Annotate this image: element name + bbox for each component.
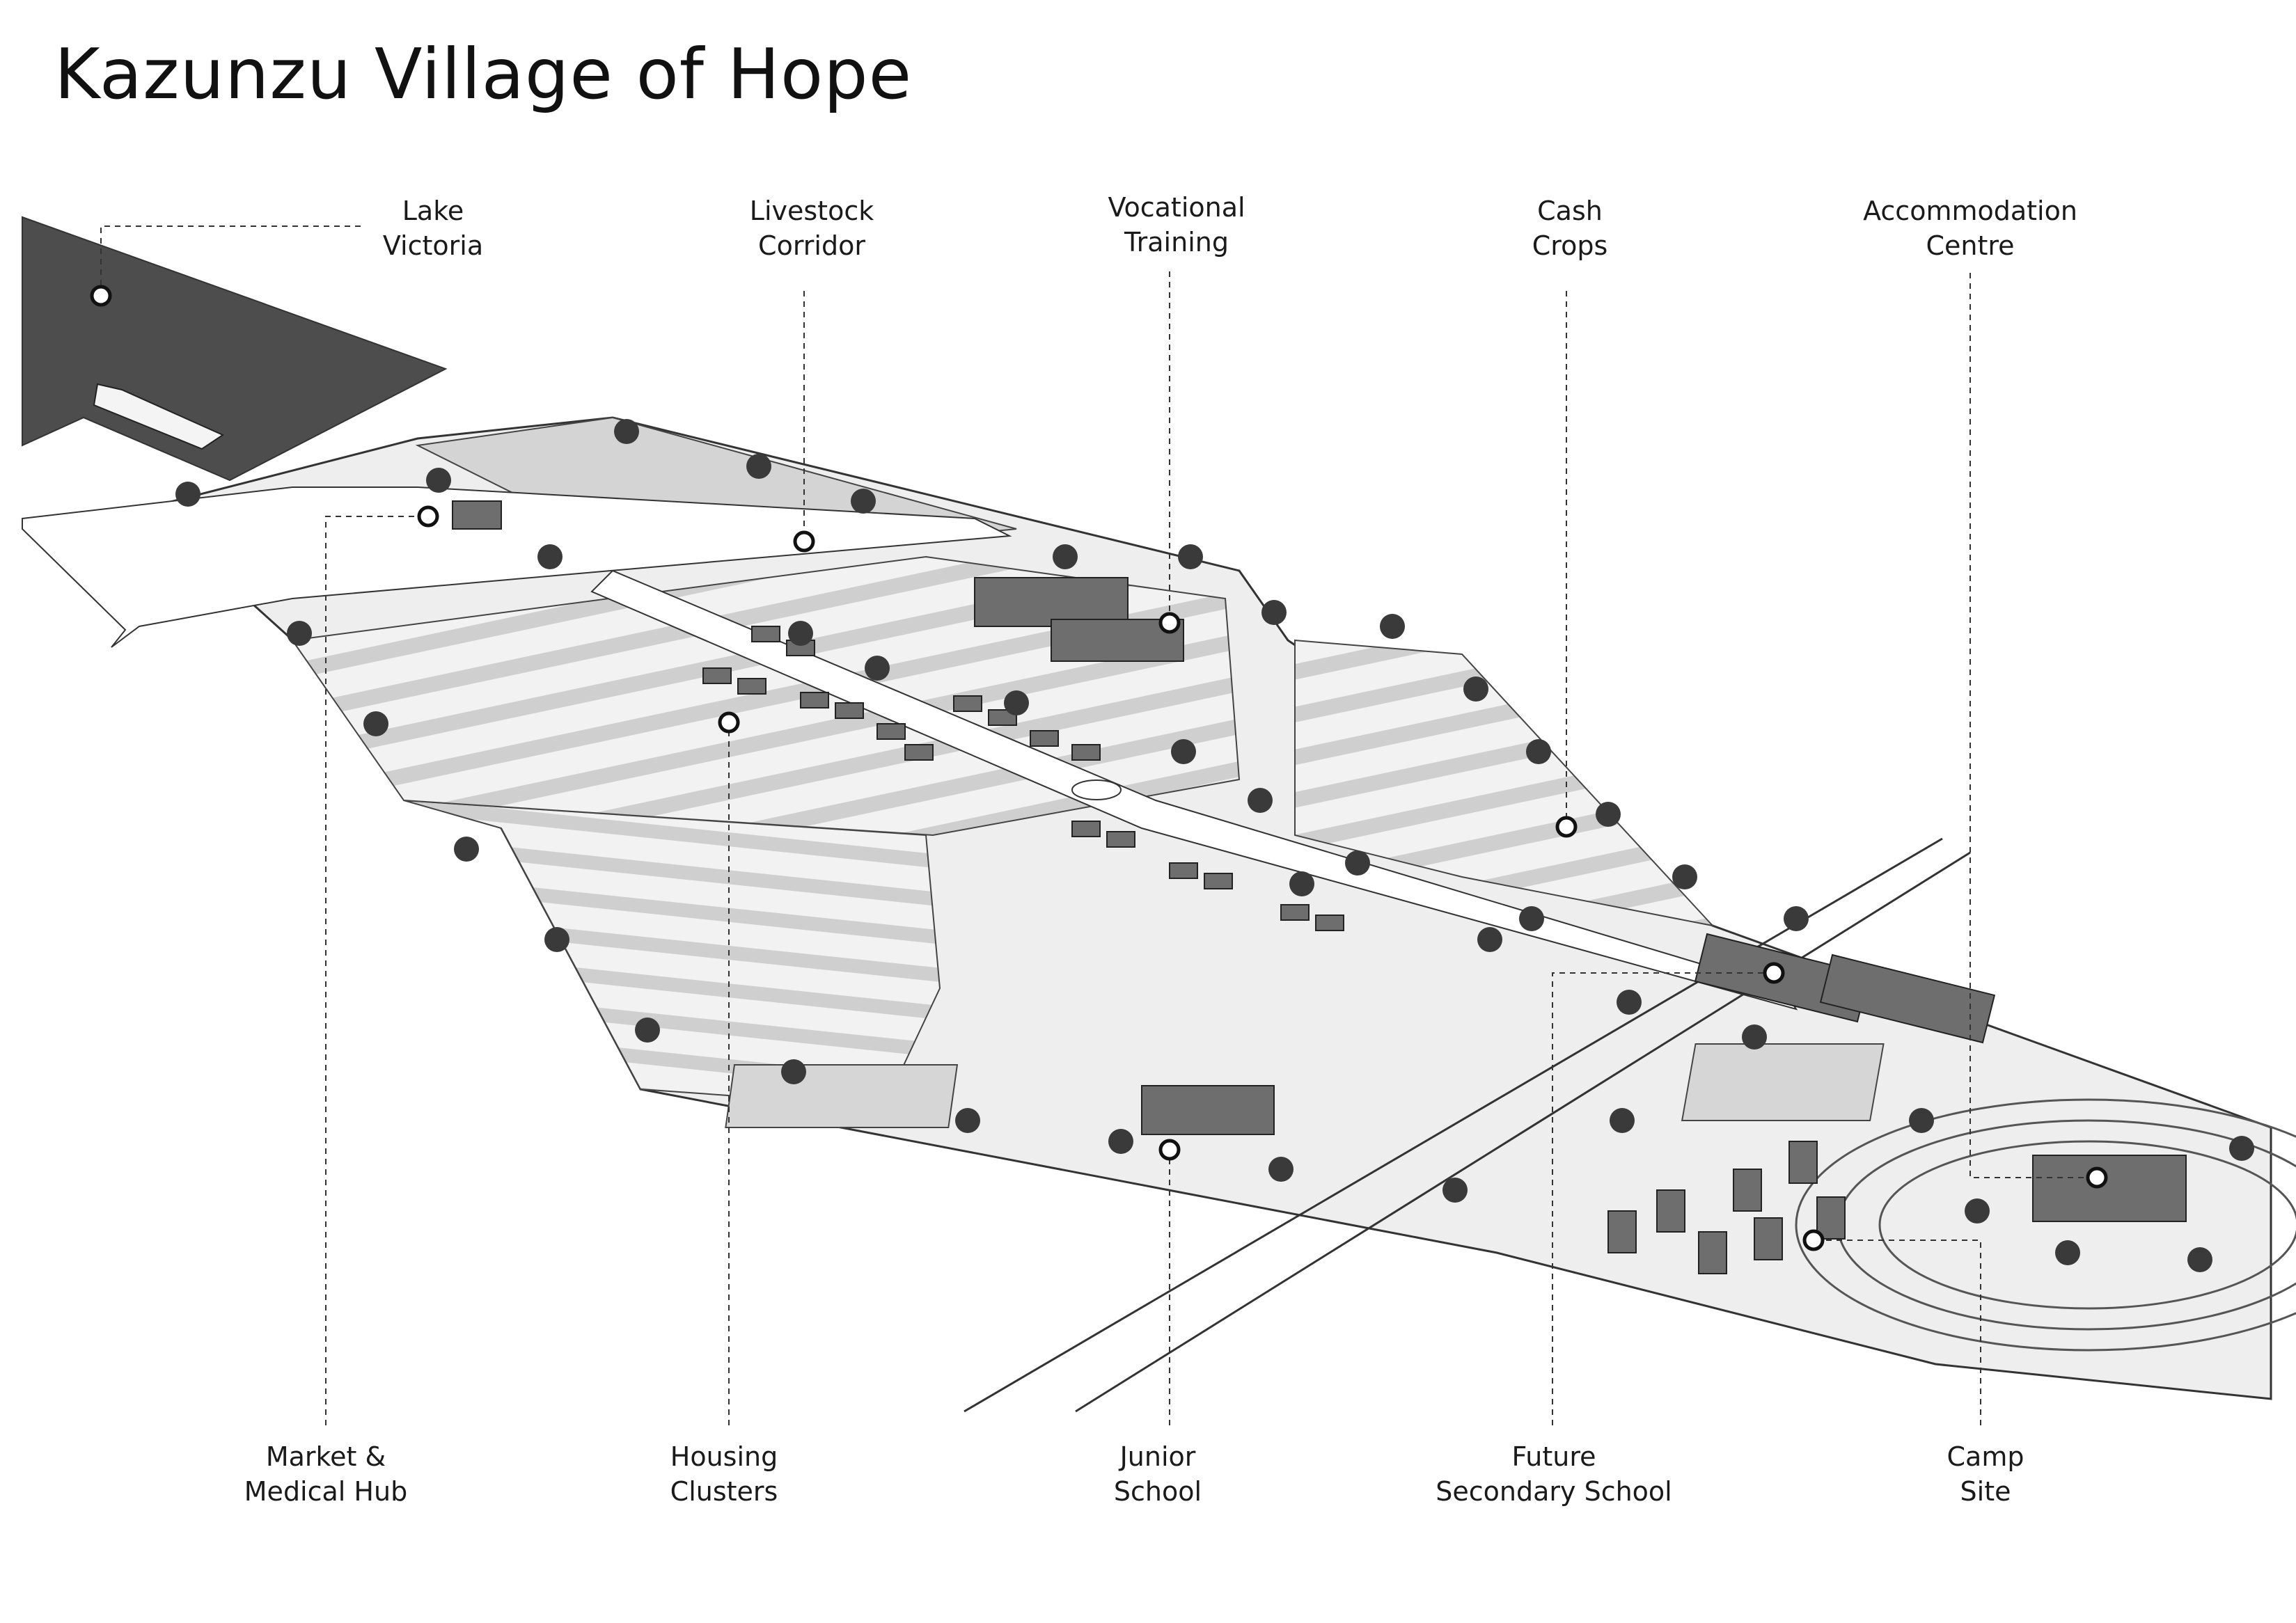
label-vocational-training: Vocational Training <box>1108 190 1245 260</box>
label-line: Site <box>1960 1476 2011 1507</box>
secondary-sports-field <box>1681 1043 1885 1121</box>
marker-junior-school <box>1158 1139 1181 1161</box>
label-line: Centre <box>1926 230 2015 261</box>
label-livestock-corridor: Livestock Corridor <box>750 193 874 263</box>
secondary-school-block-2 <box>1819 953 1996 1044</box>
camp-cabins <box>1607 1141 1846 1274</box>
label-line: Secondary School <box>1436 1476 1672 1507</box>
housing-cluster-buildings <box>702 626 1344 931</box>
marker-accommodation-centre <box>2086 1166 2108 1189</box>
marker-future-secondary-school <box>1763 962 1785 984</box>
accommodation-centre-building <box>2032 1155 2187 1222</box>
marker-camp-site <box>1802 1229 1825 1251</box>
access-road-2 <box>1075 851 1971 1413</box>
label-camp-site: Camp Site <box>1947 1439 2024 1509</box>
label-line: Housing <box>670 1441 778 1472</box>
label-line: Lake <box>402 196 464 226</box>
lake-victoria-area <box>22 216 448 482</box>
label-line: Vocational <box>1108 192 1245 223</box>
leader-market-medical-hub <box>325 516 428 1425</box>
leader-future-secondary-school <box>1552 972 1774 1425</box>
leader-lines <box>100 225 2097 1425</box>
marker-lake-victoria <box>90 285 112 307</box>
label-cash-crops: Cash Crops <box>1532 193 1608 263</box>
marker-cash-crops <box>1555 816 1578 838</box>
label-line: Corridor <box>758 230 865 261</box>
label-housing-clusters: Housing Clusters <box>670 1439 778 1509</box>
junior-sports-field <box>725 1064 959 1128</box>
spine-road <box>590 569 1798 1011</box>
label-future-secondary-school: Future Secondary School <box>1436 1439 1672 1509</box>
label-line: Medical Hub <box>244 1476 408 1507</box>
label-line: Junior <box>1119 1441 1196 1472</box>
buildings <box>452 500 2187 1274</box>
roundabout <box>1071 779 1122 800</box>
leader-lake-victoria <box>100 225 365 296</box>
jetty <box>93 383 225 450</box>
leader-camp-site <box>1814 1240 1981 1425</box>
label-junior-school: Junior School <box>1114 1439 1202 1509</box>
market-hall <box>452 500 502 530</box>
page-title: Kazunzu Village of Hope <box>54 33 913 115</box>
vocational-hall-1 <box>974 577 1129 627</box>
marker-market-medical-hub <box>417 505 439 528</box>
label-line: Future <box>1511 1441 1596 1472</box>
label-line: Clusters <box>670 1476 778 1507</box>
label-accommodation-centre: Accommodation Centre <box>1863 193 2077 263</box>
farm-field-west <box>403 800 941 1108</box>
label-line: Cash <box>1537 196 1603 226</box>
trees <box>175 419 2254 1272</box>
markers <box>90 285 2108 1251</box>
marker-vocational-training <box>1158 612 1181 634</box>
access-road-1 <box>964 837 1943 1413</box>
label-line: Crops <box>1532 230 1608 261</box>
label-market-medical-hub: Market & Medical Hub <box>244 1439 407 1509</box>
label-lake-victoria: Lake Victoria <box>383 193 483 263</box>
label-line: Victoria <box>382 230 484 261</box>
label-line: Camp <box>1947 1441 2024 1472</box>
marker-livestock-corridor <box>793 530 815 553</box>
label-line: School <box>1113 1476 1202 1507</box>
marker-housing-clusters <box>718 711 740 734</box>
main-road <box>22 486 1012 648</box>
label-line: Market & <box>265 1441 386 1472</box>
label-line: Accommodation <box>1863 196 2077 226</box>
junior-school-building <box>1141 1085 1275 1135</box>
cash-crops-field <box>1294 639 1715 927</box>
label-line: Livestock <box>749 196 874 226</box>
label-line: Training <box>1124 227 1229 258</box>
